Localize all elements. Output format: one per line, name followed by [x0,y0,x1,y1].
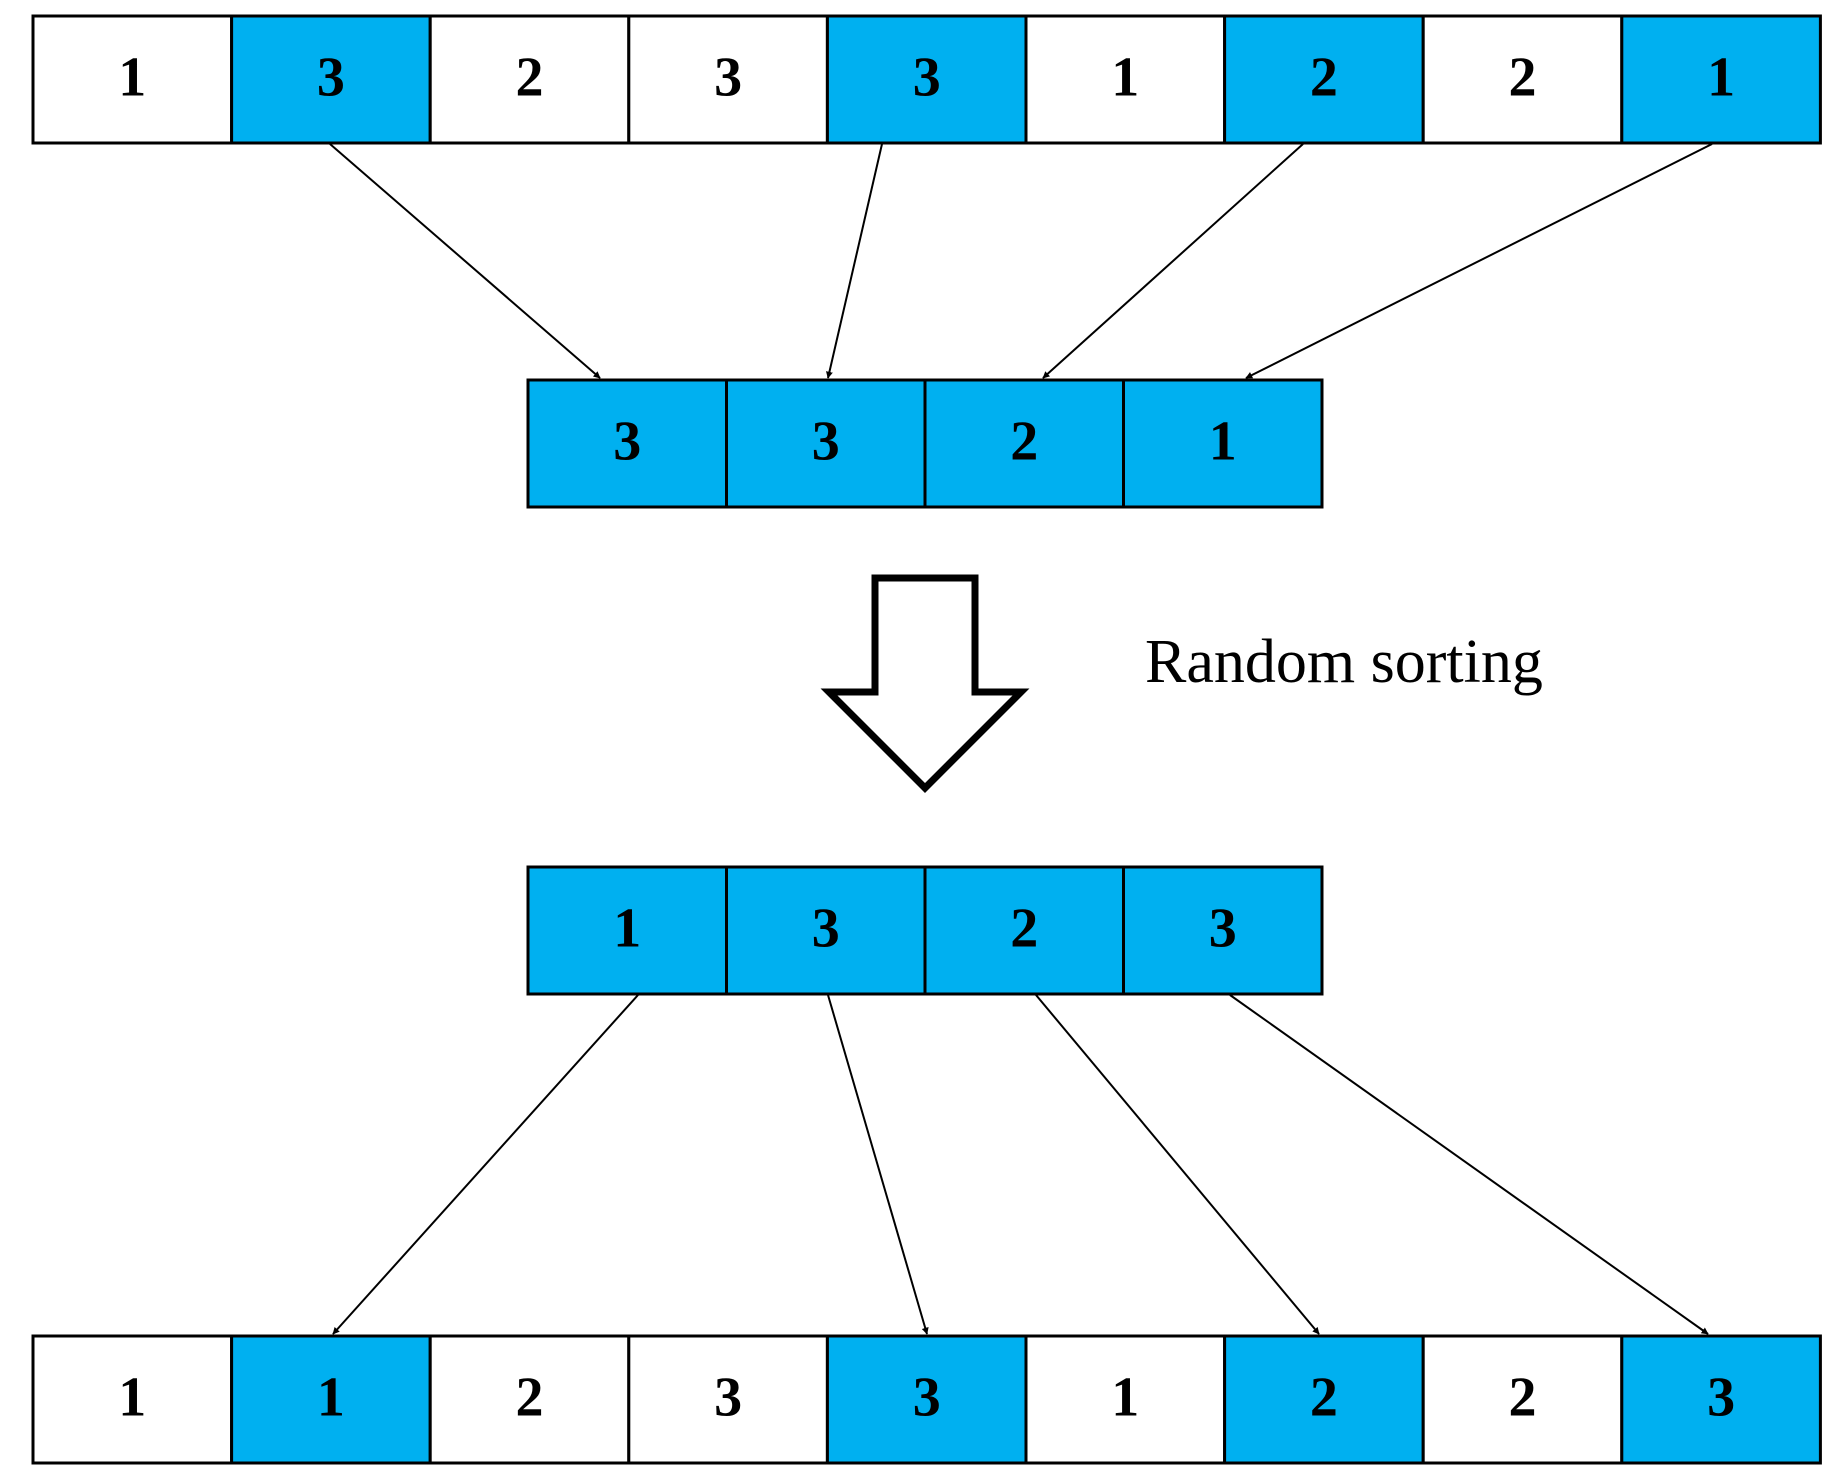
connector-arrow [329,143,601,379]
cell-value: 2 [1509,46,1537,108]
bottom-row-cell: 2 [1421,1334,1624,1465]
cell-value: 2 [516,1366,544,1428]
connector-arrow [332,994,639,1335]
cell-value: 3 [812,410,840,472]
sorted-row-cell: 2 [923,865,1125,996]
cell-value: 3 [1209,897,1237,959]
extracted-row-cell: 3 [725,378,927,509]
connector-arrow [1229,994,1709,1335]
cell-value: 3 [812,897,840,959]
sorted-row: 1 3 2 3 [526,865,1324,996]
connector-arrow [826,143,883,379]
sorted-row-cell: 3 [1122,865,1324,996]
top-row-cell: 2 [1421,14,1624,145]
top-row-cell: 2 [1223,14,1425,145]
cell-value: 2 [1310,46,1338,108]
bottom-row-cell: 2 [428,1334,631,1465]
connector-arrow [1035,994,1320,1335]
extraction-arrows [329,143,1713,379]
extracted-row: 3 3 2 1 [526,378,1324,509]
bottom-row-cell: 3 [627,1334,829,1465]
extracted-row-cell: 1 [1122,378,1324,509]
extracted-row-cell: 2 [923,378,1125,509]
extracted-row-cell: 3 [526,378,728,509]
bottom-row-cell: 3 [825,1334,1028,1465]
cell-value: 1 [118,1366,146,1428]
cell-value: 2 [1509,1366,1537,1428]
cell-value: 1 [1111,1366,1139,1428]
bottom-row-cell: 2 [1223,1334,1425,1465]
cell-value: 3 [317,46,345,108]
cell-value: 3 [913,46,941,108]
cell-value: 1 [1111,46,1139,108]
cell-value: 3 [1707,1366,1735,1428]
connector-arrow [1245,143,1713,379]
top-row-cell: 3 [627,14,829,145]
reinsertion-arrows [332,994,1709,1335]
top-row-cell: 3 [230,14,432,145]
bottom-row-cell: 3 [1620,1334,1822,1465]
cell-value: 1 [613,897,641,959]
down-arrow-icon [820,574,1030,793]
cell-value: 1 [1707,46,1735,108]
bottom-row-cell: 1 [1024,1334,1227,1465]
cell-value: 3 [913,1366,941,1428]
top-row-cell: 1 [1024,14,1227,145]
sorting-label: Random sorting [1145,628,1543,696]
cell-value: 1 [118,46,146,108]
sorted-row-cell: 1 [526,865,728,996]
bottom-row-cell: 1 [31,1334,234,1465]
bottom-row-cell: 1 [230,1334,432,1465]
cell-value: 2 [516,46,544,108]
cell-value: 3 [714,1366,742,1428]
cell-value: 1 [317,1366,345,1428]
top-row-cell: 1 [31,14,234,145]
cell-value: 3 [613,410,641,472]
connector-arrow [827,994,929,1335]
cell-value: 2 [1010,897,1038,959]
sorted-row-cell: 3 [725,865,927,996]
cell-value: 1 [1209,410,1237,472]
top-row-cell: 1 [1620,14,1822,145]
bottom-row: 1 1 2 3 3 1 2 2 3 [31,1334,1822,1465]
top-row-cell: 2 [428,14,631,145]
top-row: 1 3 2 3 3 1 2 2 1 [31,14,1822,145]
cell-value: 3 [714,46,742,108]
cell-value: 2 [1310,1366,1338,1428]
top-row-cell: 3 [825,14,1028,145]
cell-value: 2 [1010,410,1038,472]
connector-arrow [1042,143,1304,379]
